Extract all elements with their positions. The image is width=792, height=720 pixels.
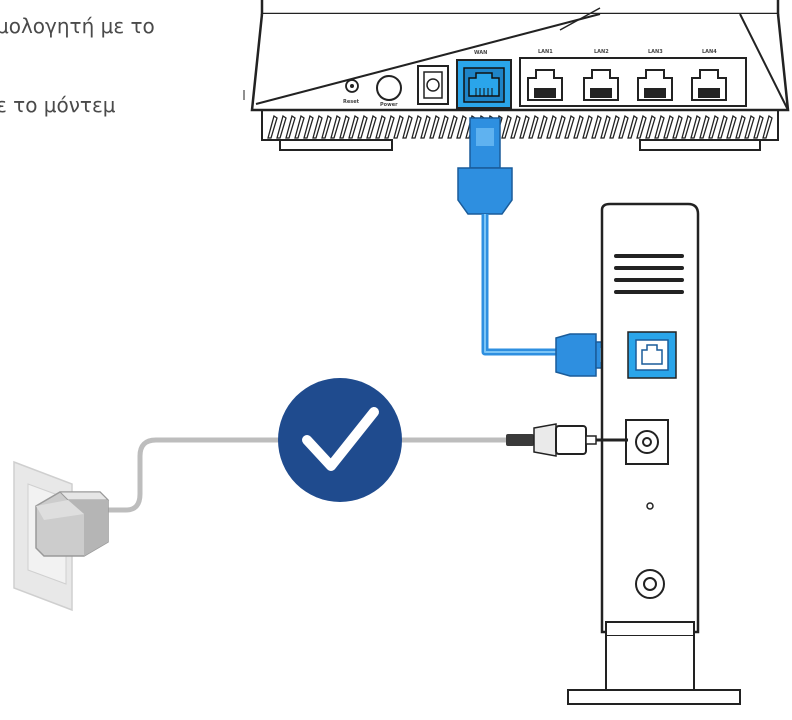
vent-slat xyxy=(618,114,629,139)
vent-slat xyxy=(312,114,323,139)
modem-coax-port xyxy=(635,569,665,599)
vent-slat xyxy=(672,114,683,139)
vent-slat xyxy=(375,114,386,139)
vent-slat xyxy=(555,114,566,139)
vent-slat xyxy=(339,114,350,139)
reset-label: Reset xyxy=(343,99,360,105)
vent-slat xyxy=(582,114,593,139)
vent-slat xyxy=(501,114,512,139)
vent-slat xyxy=(717,114,728,139)
vent-slat xyxy=(510,114,521,139)
vent-slat xyxy=(654,114,665,139)
vent-slat xyxy=(438,114,449,139)
wan-label: WAN xyxy=(474,50,487,56)
vent-slat xyxy=(663,114,674,139)
vent-slat xyxy=(546,114,557,139)
power-adapter xyxy=(35,491,110,557)
lan1-label: LAN1 xyxy=(538,49,553,55)
vent-slat xyxy=(294,114,305,139)
ethernet-cable xyxy=(457,117,619,377)
dc-power-jack xyxy=(417,65,449,105)
success-indicator xyxy=(278,378,402,502)
vent-slat xyxy=(429,114,440,139)
checkmark-icon xyxy=(302,407,379,471)
vent-slat xyxy=(600,114,611,139)
modem-ethernet-port xyxy=(627,331,677,379)
vent-slat xyxy=(573,114,584,139)
lan-port-2 xyxy=(583,69,619,101)
vent-slat xyxy=(366,114,377,139)
power-cord xyxy=(106,423,628,513)
vent-slat xyxy=(627,114,638,139)
router-vents xyxy=(267,114,773,139)
vent-slat xyxy=(636,114,647,139)
vent-slat xyxy=(708,114,719,139)
lan3-label: LAN3 xyxy=(648,49,663,55)
vent-slat xyxy=(330,114,341,139)
vent-slat xyxy=(303,114,314,139)
vent-slat xyxy=(537,114,548,139)
vent-slat xyxy=(591,114,602,139)
vent-slat xyxy=(321,114,332,139)
vent-slat xyxy=(357,114,368,139)
lan4-label: LAN4 xyxy=(702,49,717,55)
vent-slat xyxy=(564,114,575,139)
vent-slat xyxy=(402,114,413,139)
vent-slat xyxy=(699,114,710,139)
lan-port-1 xyxy=(527,69,563,101)
instruction-line-2: ε το μόντεμ xyxy=(0,93,116,117)
vent-slat xyxy=(447,114,458,139)
vent-slat xyxy=(735,114,746,139)
vent-slat xyxy=(456,114,467,139)
router: Reset Power WAN xyxy=(243,0,790,151)
instruction-line-1: μολογητή με το xyxy=(0,14,155,38)
vent-slat xyxy=(753,114,764,139)
vent-slat xyxy=(285,114,296,139)
vent-slat xyxy=(726,114,737,139)
reset-button xyxy=(345,79,359,93)
vent-slat xyxy=(348,114,359,139)
lan-port-4 xyxy=(691,69,727,101)
lan2-label: LAN2 xyxy=(594,49,609,55)
vent-slat xyxy=(528,114,539,139)
modem xyxy=(567,202,741,705)
vent-slat xyxy=(681,114,692,139)
vent-slat xyxy=(645,114,656,139)
power-label: Power xyxy=(380,102,398,108)
vent-slat xyxy=(744,114,755,139)
vent-slat xyxy=(267,114,278,139)
modem-led xyxy=(646,502,654,510)
vent-slat xyxy=(393,114,404,139)
vent-slat xyxy=(411,114,422,139)
vent-slat xyxy=(609,114,620,139)
power-button xyxy=(376,75,402,101)
wan-port xyxy=(456,59,512,109)
lan-port-3 xyxy=(637,69,673,101)
vent-slat xyxy=(519,114,530,139)
vent-slat xyxy=(276,114,287,139)
vent-slat xyxy=(690,114,701,139)
vent-slat xyxy=(420,114,431,139)
vent-slat xyxy=(762,114,773,139)
vent-slat xyxy=(384,114,395,139)
modem-power-jack xyxy=(625,419,669,465)
